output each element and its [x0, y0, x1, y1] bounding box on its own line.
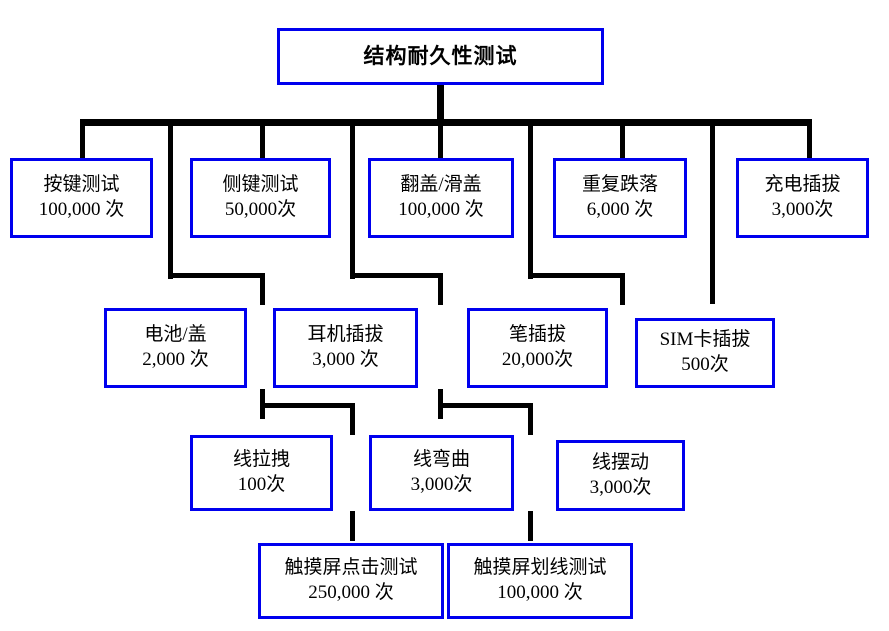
node-earphone-plug[interactable]: 耳机插拔 3,000 次	[273, 308, 418, 388]
node-pen-plug[interactable]: 笔插拔 20,000次	[467, 308, 608, 388]
connector-bus-drop-side-key-test	[260, 119, 265, 159]
node-battery-cover[interactable]: 电池/盖 2,000 次	[104, 308, 247, 388]
connector-bus-drop-sim-branch	[710, 119, 715, 304]
node-cable-bend[interactable]: 线弯曲 3,000次	[369, 435, 514, 511]
node-flip-slide-test-line2: 100,000 次	[398, 199, 484, 220]
connector-drop-cable-bend	[350, 403, 355, 435]
node-sim-card-plug-line2: 500次	[681, 354, 729, 375]
connector-root-trunk	[437, 84, 444, 125]
connector-elbow-earphone-plug	[350, 273, 443, 278]
node-side-key-test-line1: 侧键测试	[222, 174, 299, 196]
connector-bus-drop-repeat-drop	[620, 119, 625, 159]
node-cable-bend-line2: 3,000次	[410, 474, 473, 495]
node-battery-cover-line2: 2,000 次	[142, 349, 209, 370]
node-charge-plug[interactable]: 充电插拔 3,000次	[736, 158, 869, 238]
node-pen-plug-line2: 20,000次	[501, 349, 574, 370]
node-root-line1: 结构耐久性测试	[363, 43, 518, 68]
connector-drop-touch-swipe-test	[528, 511, 533, 541]
node-sim-card-plug-line1: SIM卡插拔	[659, 329, 751, 351]
connector-elbow-battery-cover	[168, 273, 265, 278]
node-cable-swing[interactable]: 线摆动 3,000次	[556, 440, 685, 511]
node-touch-swipe-test-line2: 100,000 次	[497, 582, 583, 603]
connector-drop-earphone-plug	[260, 273, 265, 305]
node-side-key-test[interactable]: 侧键测试 50,000次	[190, 158, 331, 238]
connector-bus-drop-right-branch	[528, 119, 533, 279]
connector-elbow-cable-bend	[260, 403, 355, 408]
node-key-test[interactable]: 按键测试 100,000 次	[10, 158, 153, 238]
connector-drop-pen-plug	[620, 273, 625, 305]
node-touch-tap-test-line1: 触摸屏点击测试	[284, 557, 418, 579]
connector-elbow-cable-swing	[438, 403, 533, 408]
connector-drop-touch-tap-test	[350, 511, 355, 541]
node-cable-pull-line1: 线拉拽	[232, 449, 290, 471]
node-repeat-drop[interactable]: 重复跌落 6,000 次	[553, 158, 687, 238]
connector-bus-drop-mid-branch	[350, 119, 355, 279]
node-side-key-test-line2: 50,000次	[224, 199, 297, 220]
node-cable-pull[interactable]: 线拉拽 100次	[190, 435, 333, 511]
connector-bus-drop-flip-slide-test	[438, 119, 443, 159]
node-earphone-plug-line2: 3,000 次	[312, 349, 379, 370]
node-key-test-line1: 按键测试	[43, 174, 120, 196]
connector-main-bus	[80, 119, 812, 126]
node-sim-card-plug[interactable]: SIM卡插拔 500次	[635, 318, 775, 388]
node-cable-swing-line2: 3,000次	[589, 476, 652, 498]
node-charge-plug-line1: 充电插拔	[764, 174, 841, 196]
connector-bus-drop-key-test	[80, 119, 85, 159]
node-flip-slide-test-line1: 翻盖/滑盖	[400, 174, 482, 196]
node-flip-slide-test[interactable]: 翻盖/滑盖 100,000 次	[368, 158, 514, 238]
node-repeat-drop-line2: 6,000 次	[586, 199, 654, 220]
node-touch-swipe-test[interactable]: 触摸屏划线测试 100,000 次	[447, 543, 633, 619]
node-touch-swipe-test-line1: 触摸屏划线测试	[473, 557, 607, 579]
node-cable-bend-line1: 线弯曲	[412, 449, 470, 471]
node-key-test-line2: 100,000 次	[38, 199, 125, 220]
node-charge-plug-line2: 3,000次	[771, 199, 834, 220]
connector-bus-drop-left-branch	[168, 119, 173, 279]
node-cable-pull-line2: 100次	[237, 474, 286, 495]
node-repeat-drop-line1: 重复跌落	[581, 174, 658, 196]
node-root[interactable]: 结构耐久性测试	[277, 28, 604, 85]
connector-elbow-pen-plug	[528, 273, 625, 278]
connector-drop-pen-branch	[438, 273, 443, 305]
connector-bus-drop-charge-plug	[807, 119, 812, 159]
connector-drop-cable-swing	[528, 403, 533, 435]
node-touch-tap-test-line2: 250,000 次	[308, 582, 394, 603]
node-battery-cover-line1: 电池/盖	[144, 324, 207, 346]
node-earphone-plug-line1: 耳机插拔	[307, 324, 384, 346]
node-cable-swing-line1: 线摆动	[591, 451, 649, 473]
node-pen-plug-line1: 笔插拔	[508, 324, 566, 346]
node-touch-tap-test[interactable]: 触摸屏点击测试 250,000 次	[258, 543, 444, 619]
